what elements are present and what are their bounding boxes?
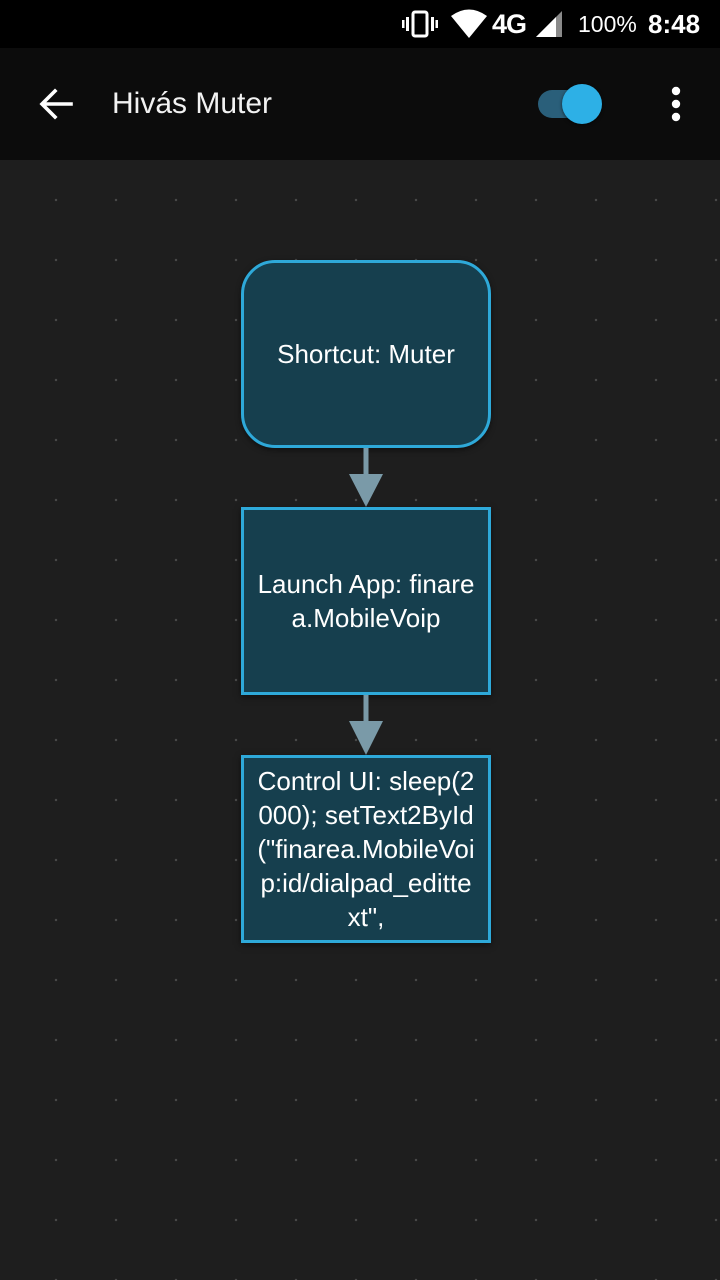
signal-icon xyxy=(534,0,564,48)
flow-node-label: Launch App: finarea.MobileVoip xyxy=(257,569,475,633)
battery-level: 100% xyxy=(578,10,637,37)
flow-node-control-ui[interactable]: Control UI: sleep(2000); setText2ById("f… xyxy=(241,755,491,943)
more-vert-icon xyxy=(671,86,681,122)
back-button[interactable] xyxy=(24,72,88,136)
toggle-thumb xyxy=(562,84,602,124)
flow-node-shortcut[interactable]: Shortcut: Muter xyxy=(241,260,491,448)
vibrate-icon xyxy=(402,0,438,48)
flow-connector-arrow xyxy=(349,448,383,507)
flow-node-label: Shortcut: Muter xyxy=(277,339,455,369)
flow-node-label: Control UI: sleep(2000); setText2ById("f… xyxy=(257,766,475,932)
flow-node-launch-app[interactable]: Launch App: finarea.MobileVoip xyxy=(241,507,491,695)
status-bar: 4G 100% 8:48 xyxy=(0,0,720,48)
clock: 8:48 xyxy=(648,8,701,39)
enable-toggle[interactable] xyxy=(536,82,606,126)
overflow-menu-button[interactable] xyxy=(652,80,700,128)
network-type: 4G xyxy=(492,8,527,39)
back-arrow-icon xyxy=(39,88,73,120)
wifi-icon xyxy=(450,0,488,48)
app-bar: Hivás Muter xyxy=(0,48,720,160)
page-title: Hivás Muter xyxy=(112,87,273,120)
flow-canvas[interactable]: Shortcut: Muter Launch App: finarea.Mobi… xyxy=(0,160,720,1280)
flow-connector-arrow xyxy=(349,695,383,755)
